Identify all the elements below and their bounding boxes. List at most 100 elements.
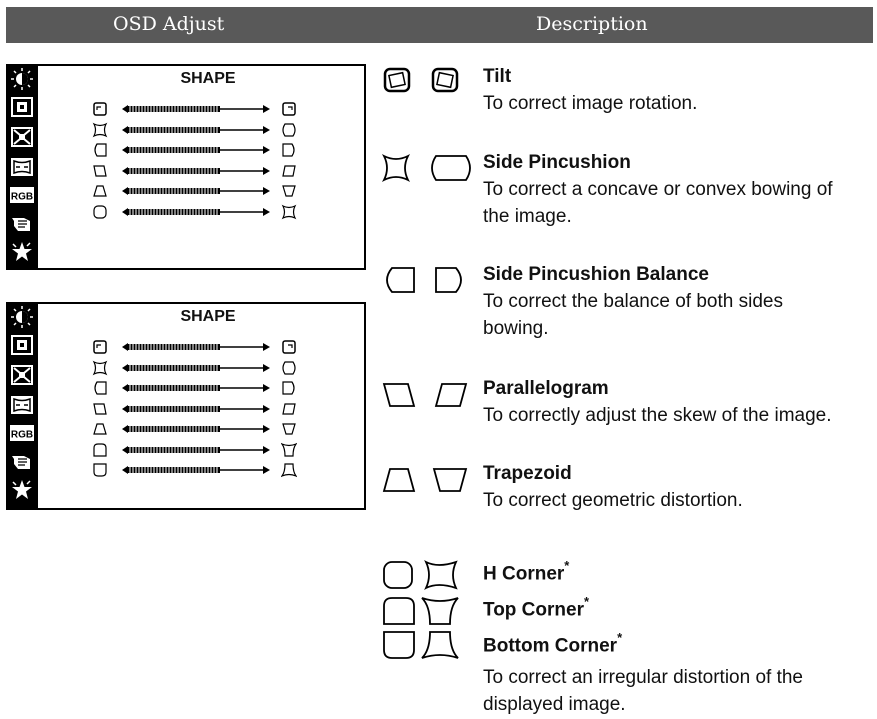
osd-panel-1: RGB SHAPE xyxy=(6,64,366,270)
shape-max-icon xyxy=(281,101,297,117)
shape-max-icon xyxy=(281,442,297,458)
shape-min-icon xyxy=(92,163,108,179)
parallelogram-title: Parallelogram xyxy=(483,378,609,399)
brightness-icon[interactable] xyxy=(10,68,34,90)
shape-slider[interactable] xyxy=(122,124,270,136)
h-corner-icons xyxy=(380,556,480,590)
shape-max-icon xyxy=(281,360,297,376)
bottom-corner-rounded-icon xyxy=(383,631,415,659)
trapezoid-up-icon xyxy=(382,468,416,492)
tilt-text: To correct image rotation. xyxy=(483,93,698,114)
shape-slider[interactable] xyxy=(122,341,270,353)
shape-slider[interactable] xyxy=(122,206,270,218)
side-pincushion-title: Side Pincushion xyxy=(483,152,631,173)
shape-slider[interactable] xyxy=(122,382,270,394)
bottom-corner-pinched-icon xyxy=(421,631,459,659)
shape-slider[interactable] xyxy=(122,444,270,456)
shape-slider[interactable] xyxy=(122,103,270,115)
shape-min-icon xyxy=(92,339,108,355)
shape-adjust-row[interactable] xyxy=(38,100,364,118)
shape-adjust-row[interactable] xyxy=(38,338,364,356)
description-heading: Description xyxy=(536,13,648,35)
rgb-icon[interactable]: RGB xyxy=(10,422,34,444)
header-bar: OSD Adjust Description xyxy=(6,7,873,43)
shape-max-icon xyxy=(281,401,297,417)
side-pincushion-balance-title: Side Pincushion Balance xyxy=(483,264,709,285)
shape-adjust-row[interactable] xyxy=(38,441,364,459)
size-icon[interactable] xyxy=(10,126,34,148)
brightness-icon[interactable] xyxy=(10,306,34,328)
trapezoid-down-icon xyxy=(432,468,468,492)
trapezoid-title: Trapezoid xyxy=(483,463,572,484)
rgb-icon[interactable]: RGB xyxy=(10,184,34,206)
desc-side-pincushion-balance: Side Pincushion Balance To correct the b… xyxy=(380,262,877,352)
position-icon[interactable] xyxy=(10,334,34,356)
hand-icon[interactable] xyxy=(10,212,34,234)
star-icon[interactable] xyxy=(10,478,34,500)
osd-sidebar-1: RGB xyxy=(6,64,38,270)
parallelogram-right-icon xyxy=(434,383,468,407)
shape-adjust-row[interactable] xyxy=(38,420,364,438)
shape-min-icon xyxy=(92,380,108,396)
osd-panel-2: RGB SHAPE xyxy=(6,302,366,510)
shape-min-icon xyxy=(92,401,108,417)
parallelogram-text: To correctly adjust the skew of the imag… xyxy=(483,405,832,426)
shape-slider[interactable] xyxy=(122,185,270,197)
h-corner-rounded-icon xyxy=(383,561,413,589)
osd-adjust-heading: OSD Adjust xyxy=(113,13,225,35)
trapezoid-text: To correct geometric distortion. xyxy=(483,490,743,511)
top-corner-pinched-icon xyxy=(421,597,459,625)
desc-tilt: Tilt To correct image rotation. xyxy=(380,64,877,124)
desc-corners: H Corner* Top Corner* Bottom Corner* To … xyxy=(380,556,877,719)
osd-panel-title: SHAPE xyxy=(180,70,236,87)
shape-min-icon xyxy=(92,442,108,458)
shape-slider[interactable] xyxy=(122,165,270,177)
size-icon[interactable] xyxy=(10,364,34,386)
bottom-corner-title: Bottom Corner* xyxy=(483,630,623,657)
shape-adjust-row[interactable] xyxy=(38,400,364,418)
shape-max-icon xyxy=(281,122,297,138)
shape-max-icon xyxy=(281,204,297,220)
osd-sidebar-2: RGB xyxy=(6,302,38,510)
shape-adjust-row[interactable] xyxy=(38,359,364,377)
shape-min-icon xyxy=(92,183,108,199)
shape-min-icon xyxy=(92,360,108,376)
star-icon[interactable] xyxy=(10,240,34,262)
corner-text: To correct an irregular distortion of th… xyxy=(483,667,803,715)
shape-adjust-row[interactable] xyxy=(38,182,364,200)
shape-adjust-row[interactable] xyxy=(38,141,364,159)
pincushion-concave-icon xyxy=(381,153,411,183)
side-pincushion-text: To correct a concave or convex bowing of… xyxy=(483,179,833,227)
pincushion-convex-icon xyxy=(431,155,471,181)
shape-slider[interactable] xyxy=(122,423,270,435)
shape-slider[interactable] xyxy=(122,464,270,476)
shape-adjust-row[interactable] xyxy=(38,461,364,479)
position-icon[interactable] xyxy=(10,96,34,118)
balance-right-icon xyxy=(435,267,462,293)
shape-min-icon xyxy=(92,421,108,437)
tilt-right-icon xyxy=(431,67,459,93)
shape-adjust-row[interactable] xyxy=(38,162,364,180)
osd-shape-panel-2: SHAPE xyxy=(38,302,366,510)
shape-slider[interactable] xyxy=(122,403,270,415)
side-pincushion-balance-text: To correct the balance of both sides bow… xyxy=(483,291,783,339)
shape-adjust-row[interactable] xyxy=(38,379,364,397)
shape-adjust-row[interactable] xyxy=(38,121,364,139)
osd-shape-panel-1: SHAPE xyxy=(38,64,366,270)
geometry-icon[interactable] xyxy=(10,156,34,178)
shape-min-icon xyxy=(92,142,108,158)
pincushion-icons xyxy=(380,150,480,184)
shape-max-icon xyxy=(281,462,297,478)
shape-slider[interactable] xyxy=(122,144,270,156)
desc-side-pincushion: Side Pincushion To correct a concave or … xyxy=(380,150,877,240)
hand-icon[interactable] xyxy=(10,450,34,472)
parallelogram-icons xyxy=(380,376,480,410)
geometry-icon[interactable] xyxy=(10,394,34,416)
shape-max-icon xyxy=(281,380,297,396)
desc-trapezoid: Trapezoid To correct geometric distortio… xyxy=(380,461,877,521)
svg-text:RGB: RGB xyxy=(11,192,33,203)
shape-adjust-row[interactable] xyxy=(38,203,364,221)
shape-slider[interactable] xyxy=(122,362,270,374)
shape-min-icon xyxy=(92,204,108,220)
shape-min-icon xyxy=(92,462,108,478)
